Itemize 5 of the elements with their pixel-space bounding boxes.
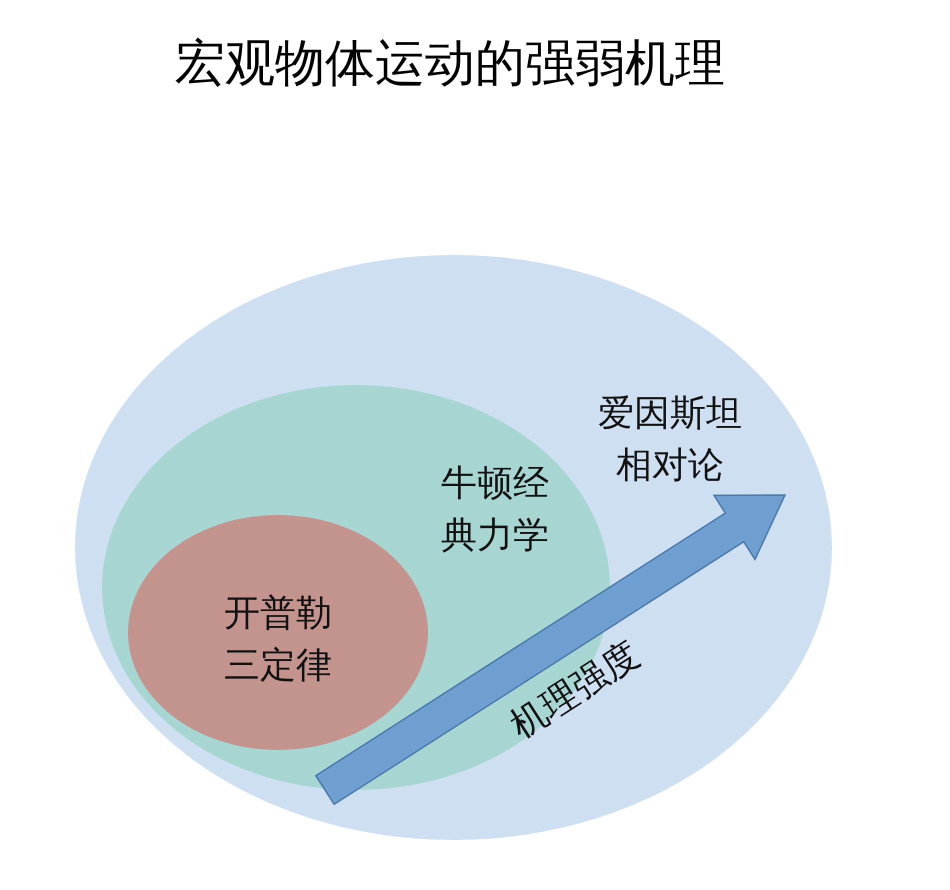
title: 宏观物体运动的强弱机理 <box>174 33 726 94</box>
arrow-label: 机理强度 <box>502 632 648 748</box>
region-label: 牛顿经典力学 <box>440 462 550 558</box>
region-label: 爱因斯坦相对论 <box>596 392 743 488</box>
region-label: 开普勒三定律 <box>222 592 333 688</box>
